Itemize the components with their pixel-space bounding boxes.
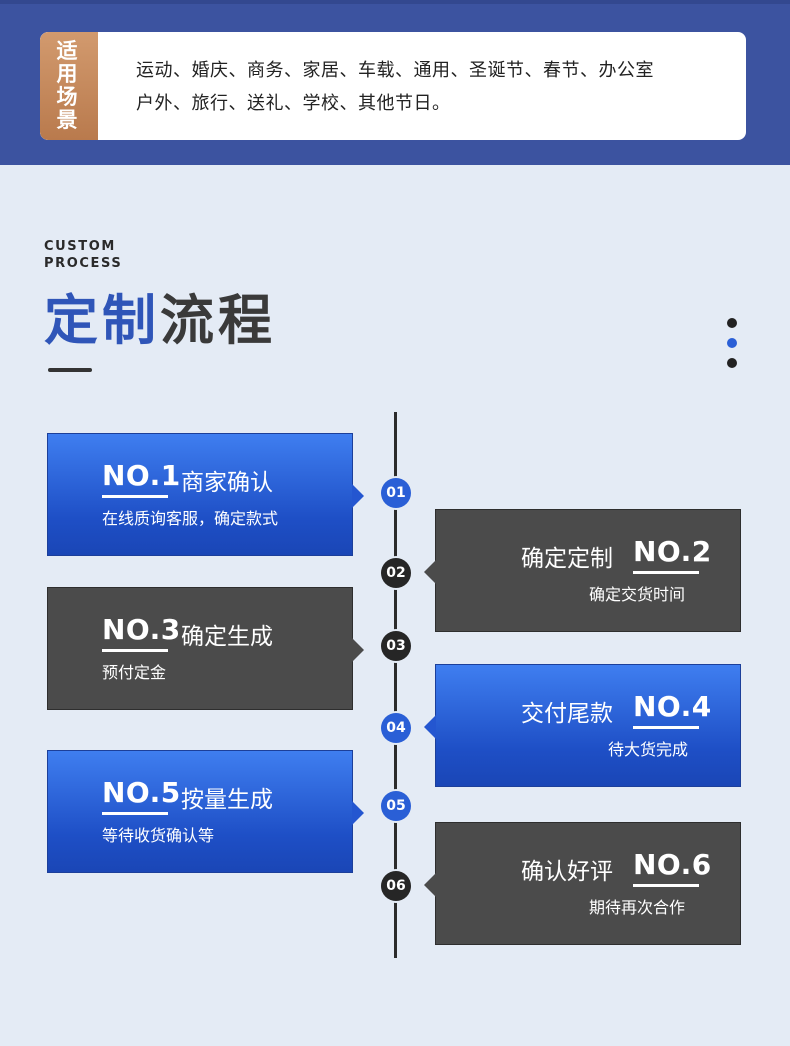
section-title-en-line-1: CUSTOM	[44, 239, 116, 254]
timeline-node-05: 05	[381, 791, 411, 821]
step-subtitle: 待大货完成	[608, 740, 689, 759]
step-number-underline	[633, 726, 699, 729]
step-number-underline	[633, 571, 699, 574]
usage-tag: 适用场景	[40, 32, 98, 140]
usage-text: 运动、婚庆、商务、家居、车载、通用、圣诞节、春节、办公室 户外、旅行、送礼、学校…	[136, 54, 716, 120]
step-title: 交付尾款	[521, 701, 613, 727]
step-subtitle: 期待再次合作	[589, 898, 686, 917]
step-title: 商家确认	[181, 470, 273, 496]
step-number-underline	[102, 649, 168, 652]
top-banner: 适用场景 运动、婚庆、商务、家居、车载、通用、圣诞节、春节、办公室 户外、旅行、…	[0, 0, 790, 165]
step-number-underline	[633, 884, 699, 887]
step-card-4: 交付尾款 NO.4 待大货完成	[424, 664, 741, 787]
timeline-node-04: 04	[381, 713, 411, 743]
usage-line-2: 户外、旅行、送礼、学校、其他节日。	[136, 93, 451, 114]
arrow-right-icon	[352, 638, 364, 662]
arrow-left-icon	[424, 560, 436, 584]
step-number: NO.6	[633, 848, 712, 881]
step-card-3: NO.3 确定生成 预付定金	[47, 587, 364, 710]
section-title-en: CUSTOM PROCESS	[44, 238, 164, 272]
usage-tag-label: 适用场景	[56, 39, 78, 132]
step-title: 确定定制	[521, 546, 613, 572]
dot-icon	[727, 318, 737, 328]
dot-icon	[727, 358, 737, 368]
step-card-6: 确认好评 NO.6 期待再次合作	[424, 822, 741, 945]
step-title: 确认好评	[521, 859, 613, 885]
timeline-node-02: 02	[381, 558, 411, 588]
timeline-node-01: 01	[381, 478, 411, 508]
timeline-line	[394, 412, 397, 958]
decorative-dots	[727, 318, 737, 368]
title-underline	[48, 368, 92, 372]
step-card-1: NO.1 商家确认 在线质询客服，确定款式	[47, 433, 364, 556]
section-title-en-line-2: PROCESS	[44, 256, 123, 271]
arrow-left-icon	[424, 715, 436, 739]
arrow-left-icon	[424, 873, 436, 897]
step-subtitle: 在线质询客服，确定款式	[102, 509, 279, 528]
step-number: NO.5	[102, 776, 181, 809]
timeline-node-03: 03	[381, 631, 411, 661]
section-title-cn: 定制流程	[44, 286, 276, 356]
step-subtitle: 预付定金	[102, 663, 167, 682]
step-number: NO.4	[633, 690, 712, 723]
dot-icon-accent	[727, 338, 737, 348]
step-number: NO.1	[102, 459, 181, 492]
usage-card: 适用场景 运动、婚庆、商务、家居、车载、通用、圣诞节、春节、办公室 户外、旅行、…	[40, 32, 746, 140]
step-card-2: 确定定制 NO.2 确定交货时间	[424, 509, 741, 632]
usage-line-1: 运动、婚庆、商务、家居、车载、通用、圣诞节、春节、办公室	[136, 60, 654, 81]
step-subtitle: 等待收货确认等	[102, 826, 215, 845]
section-title-cn-part-2: 流程	[160, 289, 276, 352]
arrow-right-icon	[352, 801, 364, 825]
step-number-underline	[102, 812, 168, 815]
step-subtitle: 确定交货时间	[589, 585, 686, 604]
step-title: 按量生成	[181, 787, 273, 813]
timeline-node-06: 06	[381, 871, 411, 901]
section-title-cn-part-1: 定制	[44, 289, 160, 352]
top-banner-edge	[0, 0, 790, 4]
arrow-right-icon	[352, 484, 364, 508]
step-card-5: NO.5 按量生成 等待收货确认等	[47, 750, 364, 873]
step-number: NO.3	[102, 613, 181, 646]
step-title: 确定生成	[181, 624, 273, 650]
step-number-underline	[102, 495, 168, 498]
step-number: NO.2	[633, 535, 712, 568]
